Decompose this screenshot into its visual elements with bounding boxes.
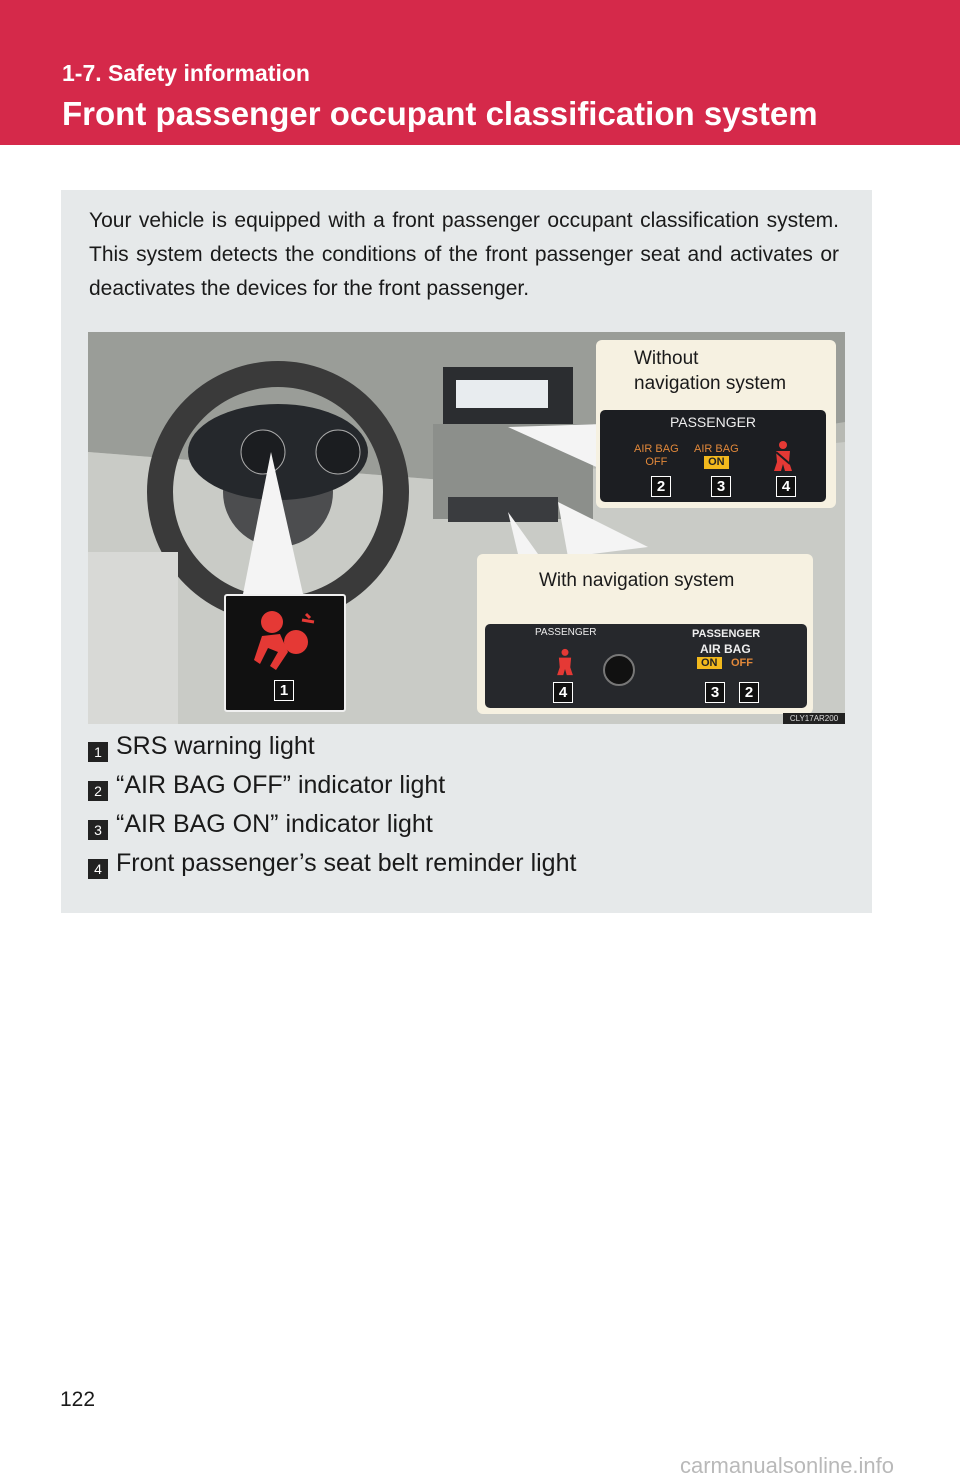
airbag-on-badge: ON [704,456,729,469]
legend-text: Front passenger’s seat belt reminder lig… [116,849,577,877]
nav-callout-number-4: 4 [553,682,573,703]
callout-number-4: 4 [776,476,796,497]
content-panel: Your vehicle is equipped with a front pa… [61,190,872,913]
legend-text: SRS warning light [116,732,315,760]
callout-number-2: 2 [651,476,671,497]
nav-airbag-on-badge: ON [697,657,722,669]
nav-airbag-off-label: OFF [731,657,753,669]
seatbelt-reminder-icon [774,441,792,471]
legend-number: 4 [88,859,108,879]
airbag-off-line1: AIR BAG [634,443,679,455]
legend-text: “AIR BAG OFF” indicator light [116,771,446,799]
airbag-off-line2: OFF [645,456,668,468]
airbag-on-line1: AIR BAG [694,443,739,455]
airbag-on-indicator: AIR BAG ON [694,443,739,469]
navigation-indicator-panel: PASSENGER PASSENGER AIR BAG ON OFF 4 3 2 [485,624,807,708]
nav-airbag-label: AIR BAG [700,642,751,656]
intro-paragraph: Your vehicle is equipped with a front pa… [89,209,839,300]
legend-number: 1 [88,742,108,762]
passenger-indicator-panel: PASSENGER AIR BAG OFF AIR BAG ON 2 3 4 [600,410,826,502]
nav-seatbelt-reminder-icon [557,648,573,676]
legend-text: “AIR BAG ON” indicator light [116,810,433,838]
srs-warning-callout: 1 [224,594,346,712]
nav-passenger-title-left: PASSENGER [535,627,597,638]
srs-callout-number-1: 1 [274,680,294,701]
passenger-panel-title: PASSENGER [669,414,757,430]
callout-with-label: With navigation system [539,570,735,591]
callout-number-3: 3 [711,476,731,497]
dashboard-figure: Without navigation system PASSENGER AIR … [88,332,845,724]
page-number: 122 [60,1388,96,1411]
image-code: CLY17AR200 [783,713,845,724]
callout-without-label-line1: Without [634,348,699,369]
page-title: Front passenger occupant classification … [62,95,818,132]
nav-callout-number-2: 2 [739,682,759,703]
callout-without-label-line2: navigation system [634,373,787,394]
nav-dial-control [603,654,635,686]
srs-airbag-warning-icon [254,611,315,670]
airbag-off-indicator: AIR BAG OFF [634,443,679,469]
nav-callout-number-3: 3 [705,682,725,703]
callout-with-navigation: With navigation system PASSENGER PASSENG… [477,554,813,714]
watermark: carmanualsonline.info [680,1453,895,1478]
legend-number: 3 [88,820,108,840]
section-label: 1-7. Safety information [62,60,310,86]
nav-passenger-title-right: PASSENGER [692,628,761,640]
page-header: 1-7. Safety information Front passenger … [0,0,960,145]
legend-number: 2 [88,781,108,801]
callout-without-navigation: Without navigation system PASSENGER AIR … [596,340,836,508]
